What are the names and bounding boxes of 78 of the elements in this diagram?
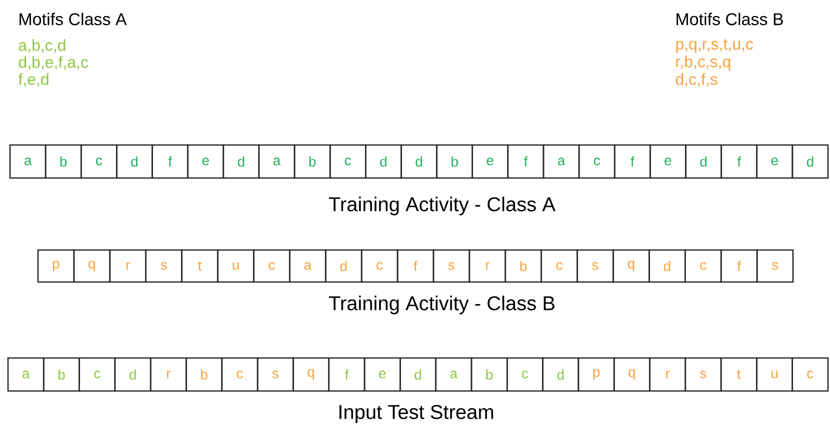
sequence-cell: c — [684, 249, 722, 283]
motif-list: f,e,d — [18, 73, 48, 87]
sequence-cell: c — [360, 249, 398, 283]
sequence-cell: f — [507, 144, 544, 179]
sequence-cell: r — [649, 357, 686, 392]
sequence-cell: c — [80, 144, 118, 179]
sequence-cell: f — [720, 144, 758, 179]
sequence-cell: u — [756, 357, 793, 392]
sequence-cell: s — [756, 249, 794, 283]
sequence-cell: t — [720, 357, 758, 392]
sequence-cell: f — [152, 144, 188, 179]
sequence-cell: a — [258, 144, 296, 179]
sequence-cell: e — [364, 357, 401, 392]
sequence-cell: c — [78, 357, 116, 392]
sequence-cell: f — [614, 144, 651, 179]
sequence-cell: d — [116, 144, 153, 179]
sequence-cell: e — [650, 144, 686, 179]
motif-list: a,b,c,d — [18, 39, 66, 53]
motif-list: p,q,r,s,t,u,c — [676, 39, 754, 53]
sequence-cell: q — [613, 357, 650, 392]
sequence-cell: s — [256, 357, 294, 392]
sequence-cell: c — [329, 144, 366, 179]
sequence-cell: q — [612, 249, 650, 283]
sequence-cell: a — [9, 144, 46, 179]
sequence-cell: d — [365, 144, 402, 179]
sequence-cell: e — [472, 144, 509, 179]
row-title: Training Activity - Class A — [328, 196, 556, 216]
motif-list: d,c,f,s — [676, 73, 718, 87]
sequence-cell: r — [468, 249, 506, 283]
sequence-cell: b — [436, 144, 473, 179]
sequence-cell: d — [792, 144, 829, 179]
sequence-cell: c — [221, 357, 258, 392]
sequence-cell: c — [506, 357, 544, 392]
sequence-cell: s — [684, 357, 722, 392]
sequence-cell: f — [720, 249, 758, 283]
sequence-cell: f — [328, 357, 366, 392]
sequence-cell: d — [400, 144, 438, 179]
sequence-cell: u — [217, 249, 254, 283]
sequence-cell: c — [578, 144, 616, 179]
sequence-cell: q — [292, 357, 330, 392]
motif-list: d,b,e,f,a,c — [18, 56, 88, 70]
sequence-cell: a — [435, 357, 472, 392]
sequence-cell: e — [756, 144, 794, 179]
sequence-cell: d — [685, 144, 722, 179]
sequence-cell: d — [400, 357, 436, 392]
sequence-cell: b — [186, 357, 223, 392]
row-title: Input Test Stream — [340, 404, 494, 424]
sequence-cell: f — [396, 249, 434, 283]
sequence-cell: e — [187, 144, 224, 179]
row-title: Training Activity - Class B — [328, 296, 554, 314]
sequence-cell: d — [648, 249, 686, 283]
sequence-cell: b — [44, 144, 82, 179]
sequence-cell: c — [540, 249, 578, 283]
sequence-cell: b — [470, 357, 508, 392]
sequence-cell: s — [576, 249, 614, 283]
sequence-cell: p — [578, 357, 615, 392]
sequence-cell: r — [150, 357, 187, 392]
sequence-cell: a — [7, 357, 44, 392]
sequence-cell: a — [542, 144, 580, 179]
sequence-cell: t — [181, 249, 218, 283]
sequence-cell: c — [792, 357, 829, 392]
sequence-cell: b — [294, 144, 331, 179]
sequence-cell: q — [73, 249, 111, 283]
heading: Motifs Class A — [20, 12, 127, 26]
sequence-cell: d — [542, 357, 580, 392]
sequence-cell: d — [324, 249, 362, 283]
sequence-cell: a — [289, 249, 326, 283]
sequence-cell: s — [145, 249, 182, 283]
sequence-cell: p — [37, 249, 75, 283]
sequence-cell: d — [114, 357, 152, 392]
sequence-cell: d — [222, 144, 260, 179]
heading: Motifs Class B — [676, 12, 783, 26]
sequence-cell: s — [432, 249, 470, 283]
sequence-cell: r — [109, 249, 147, 283]
motif-list: r,b,c,s,q — [676, 56, 730, 70]
sequence-cell: b — [504, 249, 542, 283]
sequence-cell: c — [253, 249, 290, 283]
sequence-cell: b — [43, 357, 80, 392]
